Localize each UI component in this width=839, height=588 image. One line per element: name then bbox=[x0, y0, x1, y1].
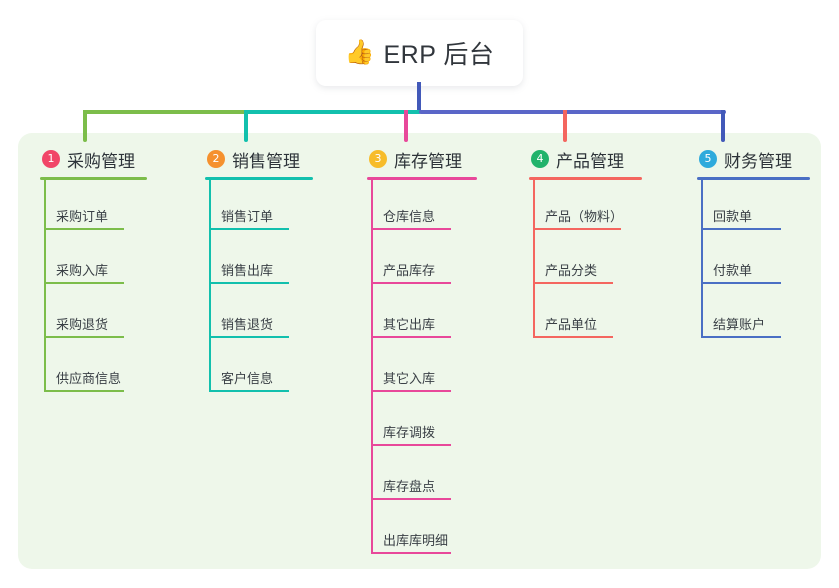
branch-badge-inventory-management: 3 bbox=[369, 150, 387, 168]
branch-badge-purchase-management: 1 bbox=[42, 150, 60, 168]
leaf-underline bbox=[701, 336, 781, 338]
leaf-item[interactable]: 其它入库 bbox=[383, 371, 436, 386]
leaf-underline bbox=[44, 282, 124, 284]
leaf-item[interactable]: 产品库存 bbox=[383, 263, 436, 278]
trunk-segment-teal bbox=[246, 110, 421, 114]
leaf-underline bbox=[209, 390, 289, 392]
branch-title-product-management: 产品管理 bbox=[556, 151, 624, 171]
leaf-item[interactable]: 销售订单 bbox=[221, 209, 274, 224]
leaf-underline bbox=[371, 498, 451, 500]
branches-panel bbox=[18, 133, 821, 569]
branch-badge-product-management: 4 bbox=[531, 150, 549, 168]
trunk-drop-inventory-management bbox=[404, 110, 408, 142]
leaf-item[interactable]: 供应商信息 bbox=[56, 371, 122, 386]
branch-badge-sales-management: 2 bbox=[207, 150, 225, 168]
branch-header-sales-management[interactable]: 2 销售管理 bbox=[205, 147, 300, 171]
leaf-underline bbox=[371, 390, 451, 392]
thumbs-up-icon: 👍 bbox=[344, 39, 375, 66]
leaf-item[interactable]: 回款单 bbox=[713, 209, 753, 224]
trunk-drop-sales-management bbox=[244, 110, 248, 142]
trunk-segment-green bbox=[83, 110, 246, 114]
branch-column-purchase-management: 1 采购管理采购订单采购入库采购退货供应商信息 bbox=[40, 147, 147, 392]
root-node-label: ERP 后台 bbox=[383, 41, 495, 69]
leaf-underline bbox=[533, 228, 621, 230]
leaf-item[interactable]: 销售退货 bbox=[221, 317, 274, 332]
leaf-underline bbox=[701, 282, 781, 284]
leaf-underline bbox=[209, 282, 289, 284]
leaf-underline bbox=[371, 552, 451, 554]
branch-title-finance-management: 财务管理 bbox=[724, 151, 792, 171]
leaf-item[interactable]: 采购入库 bbox=[56, 263, 109, 278]
leaf-item[interactable]: 产品（物料） bbox=[545, 209, 624, 224]
leaf-item[interactable]: 库存调拨 bbox=[383, 425, 436, 440]
leaf-underline bbox=[371, 444, 451, 446]
leaf-item[interactable]: 产品分类 bbox=[545, 263, 598, 278]
leaf-underline bbox=[209, 228, 289, 230]
branch-spine-inventory-management bbox=[371, 180, 373, 554]
branch-column-sales-management: 2 销售管理销售订单销售出库销售退货客户信息 bbox=[205, 147, 313, 392]
branch-underline-sales-management bbox=[205, 177, 313, 180]
branch-spine-purchase-management bbox=[44, 180, 46, 392]
leaf-underline bbox=[44, 336, 124, 338]
leaf-underline bbox=[371, 282, 451, 284]
branch-underline-product-management bbox=[529, 177, 642, 180]
leaf-underline bbox=[371, 336, 451, 338]
branch-underline-finance-management bbox=[697, 177, 810, 180]
leaf-underline bbox=[533, 336, 613, 338]
trunk-drop-product-management bbox=[563, 110, 567, 142]
leaf-item[interactable]: 付款单 bbox=[713, 263, 753, 278]
trunk-drop-finance-management bbox=[721, 110, 725, 142]
leaf-item[interactable]: 仓库信息 bbox=[383, 209, 436, 224]
branch-title-sales-management: 销售管理 bbox=[232, 151, 300, 171]
trunk-drop-purchase-management bbox=[83, 110, 87, 142]
leaf-item[interactable]: 结算账户 bbox=[713, 317, 766, 332]
branch-badge-finance-management: 5 bbox=[699, 150, 717, 168]
leaf-underline bbox=[209, 336, 289, 338]
leaf-underline bbox=[44, 228, 124, 230]
branch-column-inventory-management: 3 库存管理仓库信息产品库存其它出库其它入库库存调拨库存盘点出库库明细 bbox=[367, 147, 477, 554]
leaf-item[interactable]: 产品单位 bbox=[545, 317, 598, 332]
root-stem-line bbox=[417, 82, 421, 113]
leaf-underline bbox=[701, 228, 781, 230]
branch-title-purchase-management: 采购管理 bbox=[67, 151, 135, 171]
branch-underline-purchase-management bbox=[40, 177, 147, 180]
branch-underline-inventory-management bbox=[367, 177, 477, 180]
branch-spine-product-management bbox=[533, 180, 535, 338]
branch-column-product-management: 4 产品管理产品（物料） 产品分类产品单位 bbox=[529, 147, 642, 338]
branch-spine-sales-management bbox=[209, 180, 211, 392]
branch-header-finance-management[interactable]: 5 财务管理 bbox=[697, 147, 792, 171]
leaf-item[interactable]: 采购订单 bbox=[56, 209, 109, 224]
leaf-underline bbox=[533, 282, 613, 284]
leaf-underline bbox=[44, 390, 124, 392]
root-node-content: 👍 ERP 后台 bbox=[345, 35, 495, 71]
trunk-segment-blue bbox=[419, 110, 726, 114]
leaf-item[interactable]: 库存盘点 bbox=[383, 479, 436, 494]
root-node[interactable]: 👍 ERP 后台 bbox=[316, 20, 523, 86]
branch-spine-finance-management bbox=[701, 180, 703, 338]
leaf-item[interactable]: 客户信息 bbox=[221, 371, 274, 386]
leaf-item[interactable]: 出库库明细 bbox=[383, 533, 449, 548]
leaf-item[interactable]: 销售出库 bbox=[221, 263, 274, 278]
branch-header-product-management[interactable]: 4 产品管理 bbox=[529, 147, 624, 171]
leaf-item[interactable]: 其它出库 bbox=[383, 317, 436, 332]
branch-header-purchase-management[interactable]: 1 采购管理 bbox=[40, 147, 135, 171]
leaf-item[interactable]: 采购退货 bbox=[56, 317, 109, 332]
branch-title-inventory-management: 库存管理 bbox=[394, 151, 462, 171]
leaf-underline bbox=[371, 228, 451, 230]
branch-header-inventory-management[interactable]: 3 库存管理 bbox=[367, 147, 462, 171]
branch-column-finance-management: 5 财务管理回款单付款单结算账户 bbox=[697, 147, 810, 338]
